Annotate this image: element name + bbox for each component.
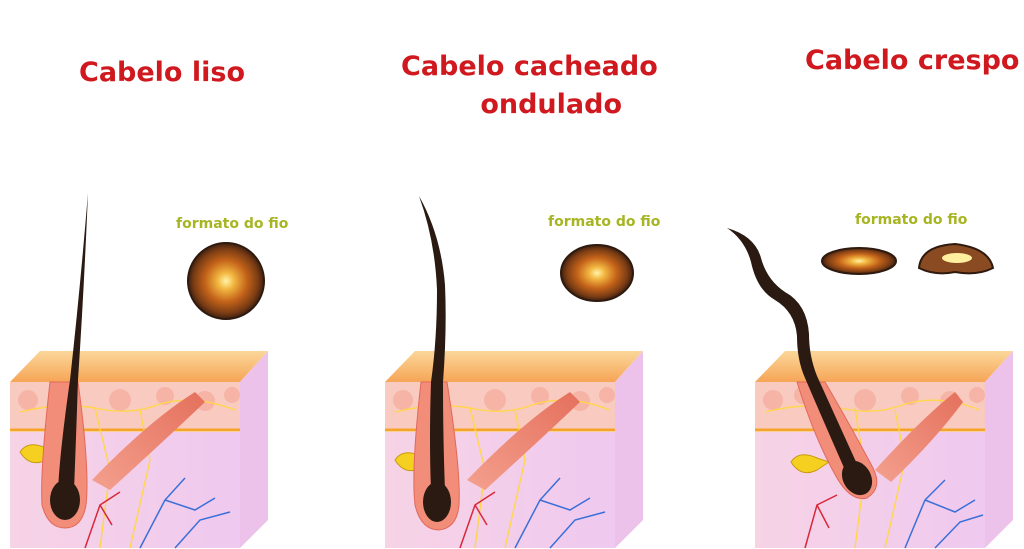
panel-3-title-line-1: Cabelo crespo [805, 45, 1020, 76]
panel-1-title-line-1: Cabelo liso [79, 57, 246, 88]
blood-vessels [804, 479, 984, 549]
panel-2-title: Cabelo cacheado ondulado [401, 48, 658, 124]
skin-top-surface [10, 351, 268, 382]
blood-vessels [84, 477, 231, 549]
panel-1-title: Cabelo liso [79, 54, 245, 92]
hair-strand [58, 193, 88, 490]
hair-strand [419, 196, 446, 490]
skin-top-surface [385, 351, 643, 382]
skin-side-face [240, 351, 268, 548]
flat-hair-cross-section [821, 247, 897, 275]
panel-1-diagram [10, 193, 268, 549]
skin-side-face [615, 351, 643, 548]
panel-1-shape-label: formato do fio [176, 216, 289, 232]
skin-top-surface [755, 351, 1013, 382]
hair-bulb [50, 480, 80, 520]
panel-2-title-line-1: Cabelo cacheado [401, 51, 658, 82]
skin-side-face [985, 351, 1013, 548]
panel-2-shape-label: formato do fio [548, 214, 661, 230]
arrector-muscle [875, 392, 963, 482]
panel-3-diagram [727, 228, 1013, 549]
panel-2-diagram [385, 196, 643, 549]
panel-3-shape-label: formato do fio [855, 212, 968, 228]
blood-vessels [459, 477, 606, 549]
oval-hair-cross-section [560, 244, 634, 302]
hair-strand [727, 228, 857, 470]
round-hair-cross-section [187, 242, 265, 320]
hair-bulb [841, 460, 873, 496]
arrector-muscle [467, 392, 580, 490]
arrector-muscle [92, 392, 205, 490]
panel-2-title-line-2: ondulado [480, 89, 622, 120]
hair-bulb [423, 482, 451, 522]
panel-3-title: Cabelo crespo [805, 42, 1019, 80]
